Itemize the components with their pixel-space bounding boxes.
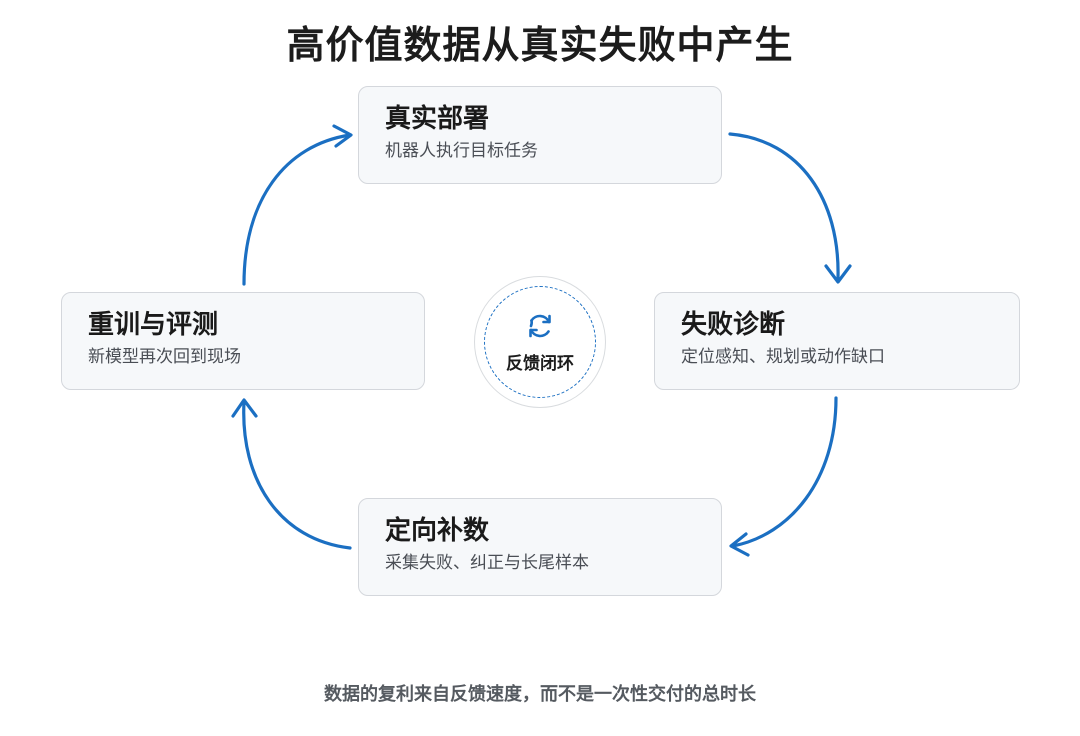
step-card-deploy: 真实部署 机器人执行目标任务 <box>358 86 722 184</box>
refresh-icon <box>529 314 551 338</box>
step-card-diagnose: 失败诊断 定位感知、规划或动作缺口 <box>654 292 1020 390</box>
arrow-diagnose-to-supplement <box>731 396 838 548</box>
hub-label: 反馈闭环 <box>506 354 574 374</box>
arrowhead-supplement-to-retrain <box>231 398 258 418</box>
page-title: 高价值数据从真实失败中产生 <box>286 23 794 67</box>
arrowhead-retrain-to-deploy <box>332 124 353 148</box>
step-title: 真实部署 <box>385 104 490 134</box>
step-title: 失败诊断 <box>681 310 786 340</box>
footer-caption: 数据的复利来自反馈速度，而不是一次性交付的总时长 <box>324 684 756 705</box>
hub-dashed-ring <box>484 286 596 398</box>
arrow-supplement-to-retrain <box>242 400 352 550</box>
step-subtitle: 机器人执行目标任务 <box>385 141 538 161</box>
step-card-supplement: 定向补数 采集失败、纠正与长尾样本 <box>358 498 722 596</box>
step-subtitle: 采集失败、纠正与长尾样本 <box>385 553 589 573</box>
step-subtitle: 新模型再次回到现场 <box>88 347 241 367</box>
step-card-retrain: 重训与评测 新模型再次回到现场 <box>61 292 425 390</box>
arrowhead-diagnose-to-supplement <box>729 532 750 557</box>
step-title: 重训与评测 <box>88 310 219 340</box>
arrow-deploy-to-diagnose <box>728 132 840 280</box>
step-subtitle: 定位感知、规划或动作缺口 <box>681 347 885 367</box>
feedback-loop-hub: 反馈闭环 <box>474 276 606 408</box>
arrowhead-deploy-to-diagnose <box>824 264 852 284</box>
step-title: 定向补数 <box>385 516 490 546</box>
arrow-retrain-to-deploy <box>242 133 352 286</box>
